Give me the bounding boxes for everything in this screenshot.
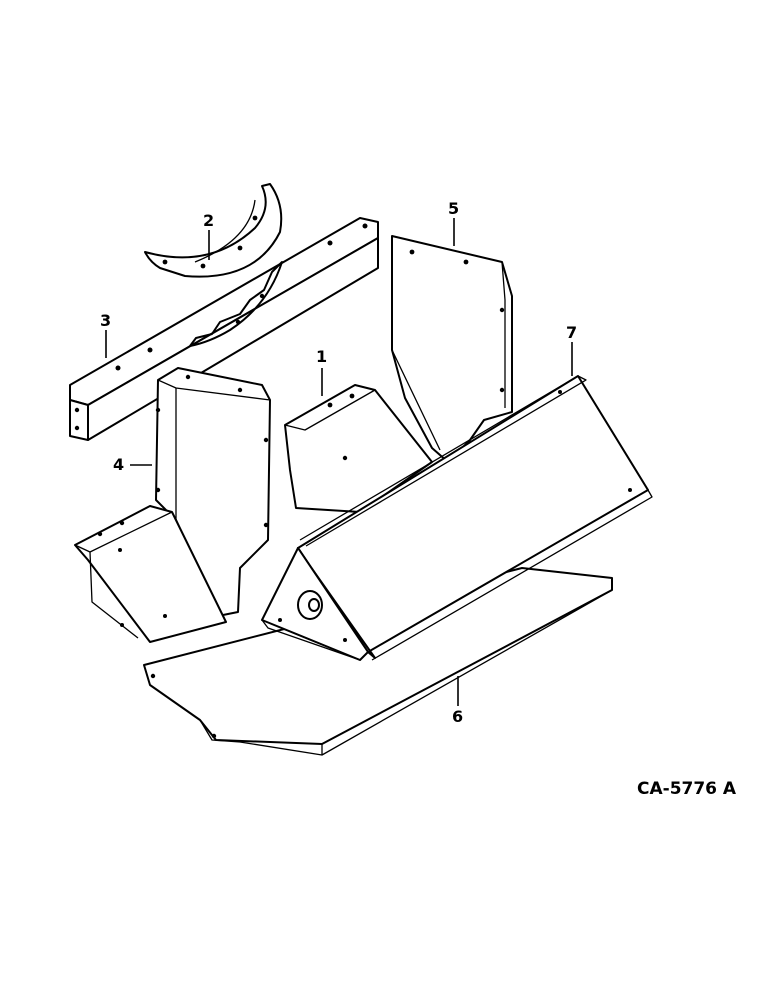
part-7-channel <box>261 375 653 661</box>
notched-curve <box>189 261 283 347</box>
part-4-lower-angle <box>74 505 227 643</box>
drawing-reference: CA-5776 A <box>637 779 737 799</box>
callout-3: 3 <box>100 311 111 330</box>
part-5-right-panel <box>391 235 513 463</box>
callout-1: 1 <box>316 347 327 366</box>
callout-7: 7 <box>566 323 577 342</box>
callout-leaders <box>105 218 573 706</box>
callout-2: 2 <box>203 211 214 230</box>
callout-6: 6 <box>452 707 463 726</box>
callout-4: 4 <box>113 455 124 474</box>
part-2-curved-strap <box>144 183 283 278</box>
callout-5: 5 <box>448 199 459 218</box>
